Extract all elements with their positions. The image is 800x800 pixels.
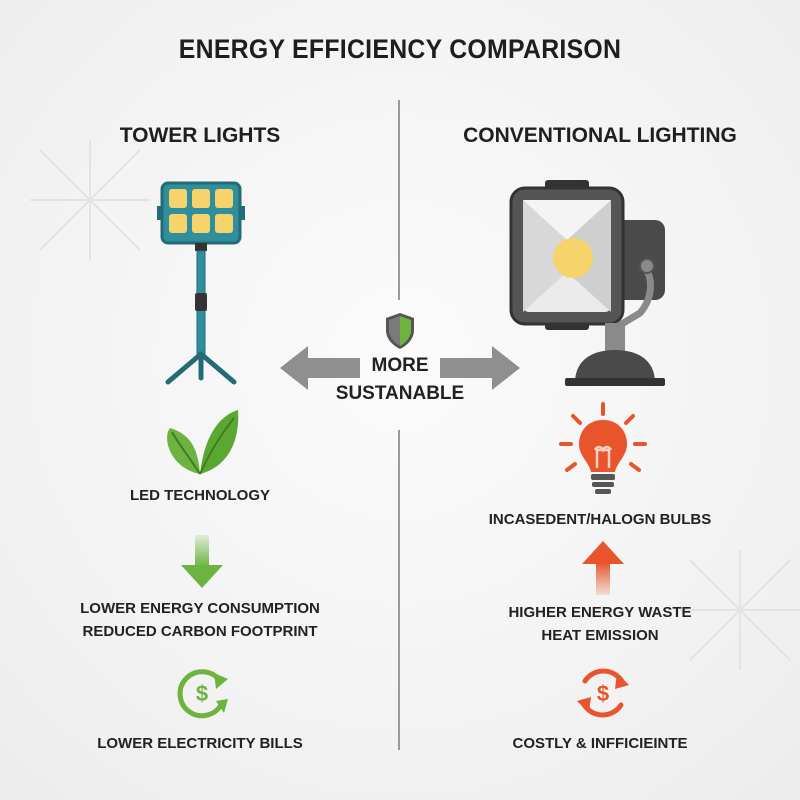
light-bulb-icon: [559, 402, 647, 494]
page-title: ENERGY EFFICIENCY COMPARISON: [178, 34, 622, 64]
lower-energy-consumption-label: LOWER ENERGY CONSUMPTION: [80, 600, 320, 617]
up-arrow-icon: [582, 541, 624, 595]
more-sustainable-line1: MORE: [371, 355, 429, 376]
down-arrow-icon: [181, 535, 223, 588]
conventional-lighting-heading: CONVENTIONAL LIGHTING: [463, 124, 737, 147]
double-arrow-icon: [280, 346, 520, 390]
lower-electricity-bills-label: LOWER ELECTRICITY BILLS: [97, 735, 303, 752]
svg-text:$: $: [196, 681, 208, 706]
led-tower-light-icon: [157, 181, 245, 385]
led-technology-label: LED TECHNOLOGY: [129, 487, 270, 504]
dollar-cycle-icon-left: $: [177, 669, 228, 719]
leaf-icon: [167, 410, 239, 475]
svg-text:$: $: [597, 681, 609, 706]
costly-inefficient-label: COSTLY & INFFICIEINTE: [512, 735, 688, 752]
reduced-carbon-footprint-label: REDUCED CARBON FOOTPRINT: [82, 623, 318, 640]
more-sustainable-line2: SUSTANABLE: [335, 383, 465, 404]
shield-icon: [386, 313, 414, 349]
flood-lamp-icon: [509, 180, 665, 386]
divider-bottom: [398, 430, 400, 750]
tower-lights-heading: TOWER LIGHTS: [119, 124, 281, 147]
divider-top: [398, 100, 400, 300]
incandescent-halogen-bulbs-label: INCASEDENT/HALOGN BULBS: [488, 511, 712, 528]
higher-energy-waste-label: HIGHER ENERGY WASTE: [508, 604, 692, 621]
heat-emission-label: HEAT EMISSION: [541, 627, 659, 644]
dollar-cycle-icon-right: $: [577, 668, 629, 718]
